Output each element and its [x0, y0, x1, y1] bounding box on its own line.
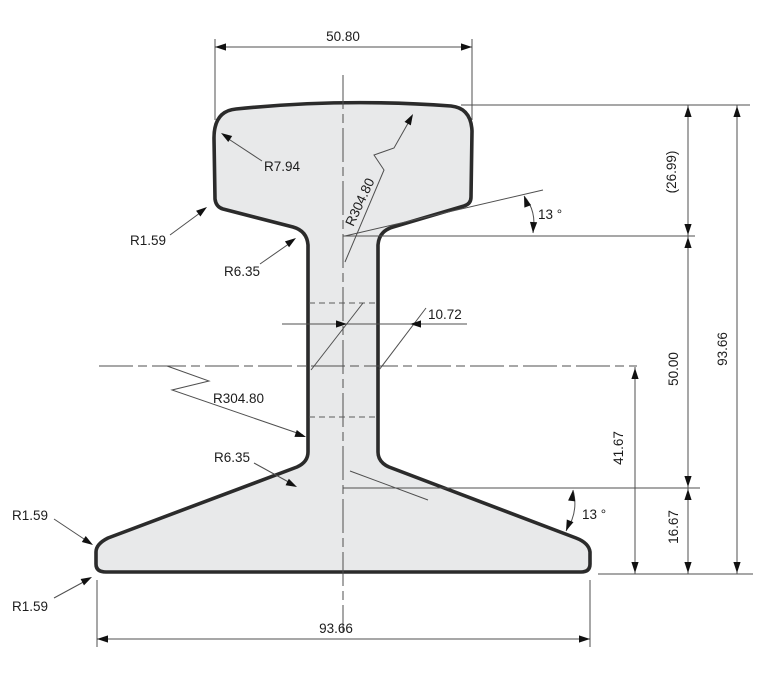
radius-foot-tip-bottom-label: R1.59 — [12, 599, 48, 614]
dim-head-width-label: 50.80 — [326, 29, 360, 44]
rail-profile — [94, 100, 592, 574]
callout-foot-tip-top: R1.59 — [12, 508, 95, 549]
arrowhead — [733, 106, 741, 117]
centerlines — [99, 75, 637, 632]
radius-web-face-label: R304.80 — [213, 391, 264, 406]
angle-foot-label: 13 ° — [582, 507, 606, 522]
oblique-extension-left — [310, 302, 364, 371]
arrowhead — [80, 573, 94, 586]
arrowhead — [294, 430, 308, 441]
dimension-axis-to-base: 41.67 — [611, 367, 639, 574]
arrowhead — [631, 368, 639, 379]
callout-foot-tip-bottom: R1.59 — [12, 573, 94, 614]
callout-head-top-corner: R7.94 — [219, 129, 301, 174]
arrowhead — [562, 519, 574, 533]
radius-foot-tip-top-label: R1.59 — [12, 508, 48, 523]
arrowhead — [529, 221, 538, 234]
radius-head-top-corner-label: R7.94 — [264, 159, 301, 174]
arrowhead — [684, 476, 692, 487]
zigzag-leader — [166, 365, 304, 436]
arrowhead — [520, 194, 532, 208]
dim-foot-width-label: 93.66 — [319, 621, 353, 636]
radius-head-side-label: R1.59 — [130, 233, 166, 248]
radius-web-foot-fillet-label: R6.35 — [214, 450, 250, 465]
oblique-extension-right — [378, 307, 427, 371]
angle-reference-line — [349, 470, 429, 501]
arrowhead — [568, 489, 577, 502]
dim-web-span-label: 50.00 — [666, 352, 681, 386]
arrowhead — [684, 106, 692, 117]
rail-outline — [94, 100, 592, 574]
dimension-stack-inner: (26.99) 50.00 16.67 — [664, 105, 692, 574]
arrowhead — [461, 43, 472, 51]
angle-head-label: 13 ° — [538, 207, 562, 222]
arrowhead — [215, 43, 226, 51]
callout-head-side-corner: R1.59 — [130, 204, 210, 248]
arrowhead — [97, 635, 108, 643]
arrowhead — [684, 237, 692, 248]
angle-foot-top: 13 ° — [349, 470, 606, 533]
dimension-web-thickness: 10.72 — [282, 302, 467, 371]
dimension-overall-height: 93.66 — [715, 105, 741, 574]
dim-head-depth-label: (26.99) — [664, 151, 679, 194]
arrowhead — [579, 635, 590, 643]
zigzag-leader — [344, 117, 412, 263]
arrowhead — [684, 489, 692, 500]
callout-web-face-radius: R304.80 — [166, 365, 308, 441]
arrowhead — [631, 562, 639, 573]
dim-overall-height-label: 93.66 — [715, 332, 730, 366]
dimension-foot-width: 93.66 — [97, 621, 590, 643]
callout-head-web-fillet: R6.35 — [224, 235, 299, 279]
dim-foot-height-label: 16.67 — [666, 510, 681, 544]
extension-lines — [96, 39, 753, 647]
arrowhead — [684, 224, 692, 235]
radius-head-web-fillet-label: R6.35 — [224, 264, 260, 279]
dim-axis-to-base-label: 41.67 — [611, 431, 626, 465]
arrowhead — [684, 562, 692, 573]
dim-web-thickness-label: 10.72 — [428, 307, 462, 322]
dimension-head-width: 50.80 — [215, 29, 472, 51]
angle-reference-line — [344, 189, 544, 237]
angle-head-underside: 13 ° — [344, 189, 562, 237]
arrowhead — [81, 535, 95, 549]
callout-web-foot-fillet: R6.35 — [214, 450, 299, 491]
arrowhead — [733, 562, 741, 573]
